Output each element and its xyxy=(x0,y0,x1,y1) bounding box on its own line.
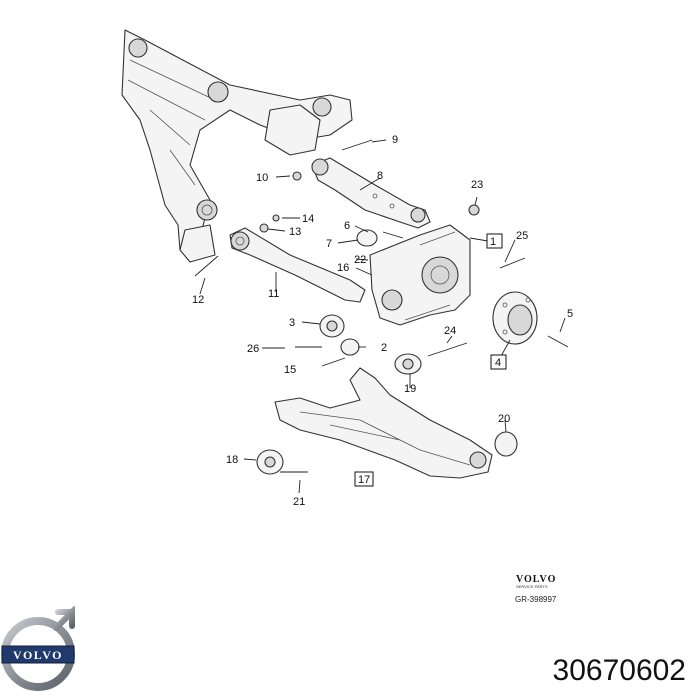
logo-wordmark: VOLVO xyxy=(13,648,63,662)
part-number: 30670602 xyxy=(552,654,686,687)
callout-21: 21 xyxy=(293,496,305,508)
callout-15: 15 xyxy=(284,364,296,376)
callout-17: 17 xyxy=(358,474,370,486)
callout-19: 19 xyxy=(404,383,416,395)
callout-box-4 xyxy=(490,354,507,370)
callout-14: 14 xyxy=(302,213,314,225)
lower-control-arm xyxy=(274,367,493,479)
callout-26: 26 xyxy=(247,343,259,355)
callout-labels: 1 2 3 4 5 6 7 8 9 10 11 12 13 14 15 16 1… xyxy=(192,134,573,508)
callout-10: 10 xyxy=(256,172,268,184)
callout-22: 22 xyxy=(354,254,366,266)
lower-link-arm xyxy=(229,227,366,303)
callout-5: 5 xyxy=(567,308,573,320)
callout-18: 18 xyxy=(226,454,238,466)
callout-20: 20 xyxy=(498,413,510,425)
callout-box-17 xyxy=(354,471,374,487)
upper-control-arm xyxy=(311,157,431,229)
reference-code: GR-398997 xyxy=(515,595,557,604)
callout-2: 2 xyxy=(381,342,387,354)
callout-11: 11 xyxy=(268,288,279,300)
hub-bearing xyxy=(492,291,538,345)
rear-subframe xyxy=(121,29,353,263)
volvo-iron-mark-icon: VOLVO xyxy=(1,606,75,691)
callout-24: 24 xyxy=(444,325,456,337)
callout-16: 16 xyxy=(337,262,349,274)
callout-3: 3 xyxy=(289,317,295,329)
bushings-and-fasteners xyxy=(194,139,569,475)
callout-13: 13 xyxy=(289,226,301,238)
service-parts-text: SERVICE PARTS xyxy=(516,584,548,589)
volvo-service-parts-mark: VOLVO SERVICE PARTS GR-398997 xyxy=(515,574,557,604)
callout-23: 23 xyxy=(471,179,483,191)
callout-8: 8 xyxy=(377,170,383,182)
callout-25: 25 xyxy=(516,230,528,242)
callout-leaders xyxy=(199,139,566,494)
wheel-knuckle xyxy=(369,224,471,326)
callout-1: 1 xyxy=(490,236,496,248)
callout-box-1 xyxy=(486,233,503,249)
volvo-wordmark: VOLVO xyxy=(516,574,556,585)
callout-9: 9 xyxy=(392,134,398,146)
callout-4: 4 xyxy=(495,357,501,369)
callout-6: 6 xyxy=(344,220,350,232)
callout-12: 12 xyxy=(192,294,204,306)
callout-7: 7 xyxy=(326,238,332,250)
